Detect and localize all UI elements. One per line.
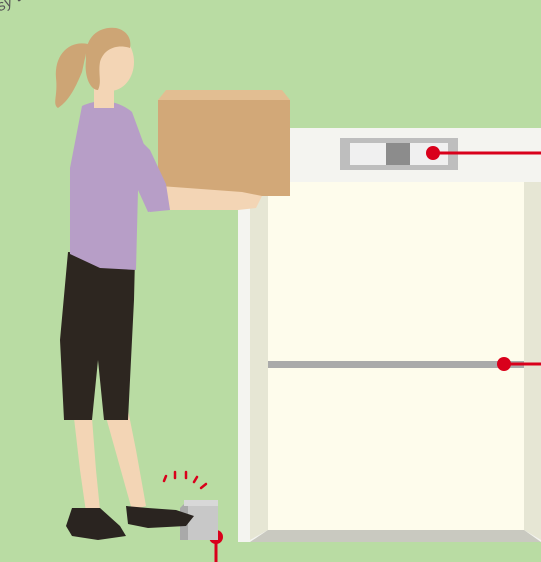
cardboard-box	[158, 90, 290, 196]
cabinet-handle-bar[interactable]	[268, 361, 524, 368]
pedal-top	[184, 500, 218, 506]
cabinet-left-side	[250, 182, 268, 540]
shoe-back	[66, 508, 126, 540]
sound-waves-icon	[164, 472, 206, 488]
box-top-face	[158, 90, 290, 100]
leg-front	[104, 410, 146, 510]
leg-back	[74, 418, 100, 512]
cabinet-right-side	[524, 182, 541, 540]
ponytail	[55, 43, 88, 108]
indicator-slot-left	[350, 143, 386, 165]
pants	[60, 252, 135, 420]
box-front-face	[158, 100, 290, 196]
callout-dot-indicator	[426, 146, 440, 160]
indicator-slot-mid	[386, 143, 410, 165]
cabinet-floor	[250, 530, 541, 542]
cabinet-panel	[268, 182, 524, 530]
callout-dot-handle	[497, 357, 511, 371]
